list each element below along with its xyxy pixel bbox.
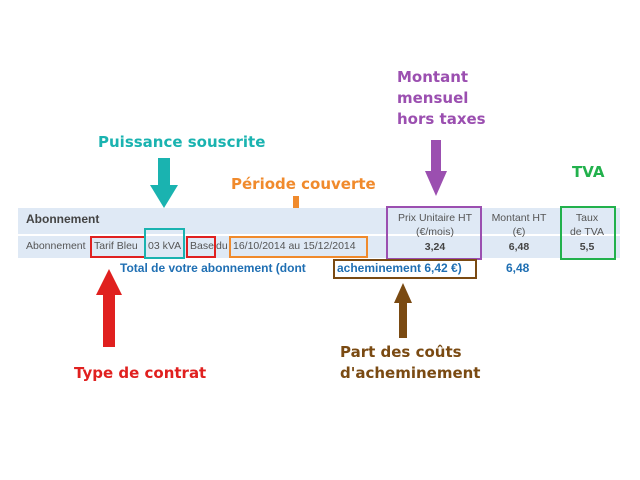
highlight-base-box [186,236,216,258]
annotation-part-line-2: d'acheminement [340,364,481,382]
annotation-montant-line-1: Montant [397,68,469,86]
header-montant-ht: Montant HT (€) [486,211,552,239]
highlight-kva-box [144,228,185,259]
header-taux-tva: Taux de TVA [562,211,612,239]
row-du: du [216,240,228,252]
highlight-tva-box [560,206,616,260]
row-taux-tva: 5,5 [579,241,595,253]
table-row-band [18,236,620,258]
section-header-band [18,208,620,234]
row-kva: 03 kVA [148,240,182,252]
red-arrow-up-icon [96,269,122,347]
annotation-montant-mensuel: Montant mensuel hors taxes [397,67,486,130]
teal-arrow-down-icon [150,158,178,208]
row-prefix: Abonnement [26,240,86,252]
section-title: Abonnement [26,212,100,226]
highlight-tarif-box [90,236,146,258]
row-periode: 16/10/2014 au 15/12/2014 [233,240,356,252]
header-prix-unitaire-line-2: (€/mois) [416,226,454,238]
header-montant-line-1: Montant HT [491,212,547,224]
row-base: Base [190,240,214,252]
row-montant-ht: 6,48 [508,241,530,253]
highlight-prix-box [386,206,482,260]
annotation-montant-line-2: mensuel [397,89,469,107]
header-taux-line-2: de TVA [569,226,605,238]
total-value: 6,48 [506,261,530,275]
annotation-part-des-couts: Part des coûts d'acheminement [340,342,480,384]
purple-arrow-down-icon [425,140,447,196]
annotation-part-line-1: Part des coûts [340,343,462,361]
highlight-acheminement-box [333,259,477,279]
row-prix-unitaire: 3,24 [424,241,446,253]
row-tarif: Tarif Bleu [94,240,138,252]
annotation-type-de-contrat: Type de contrat [74,364,207,382]
annotation-puissance-souscrite: Puissance souscrite [98,133,266,151]
annotation-tva: TVA [572,163,605,181]
header-prix-unitaire-line-1: Prix Unitaire HT [397,212,473,224]
annotation-montant-line-3: hors taxes [397,110,486,128]
total-acheminement: acheminement 6,42 €) [337,261,462,275]
total-label: Total de votre abonnement (dont [120,261,306,275]
header-montant-line-2: (€) [512,226,526,238]
brown-arrow-up-icon [394,283,412,338]
annotation-periode-couverte: Période couverte [231,175,376,193]
highlight-periode-box [229,236,368,258]
header-prix-unitaire: Prix Unitaire HT (€/mois) [390,211,480,239]
header-taux-line-1: Taux [575,212,599,224]
